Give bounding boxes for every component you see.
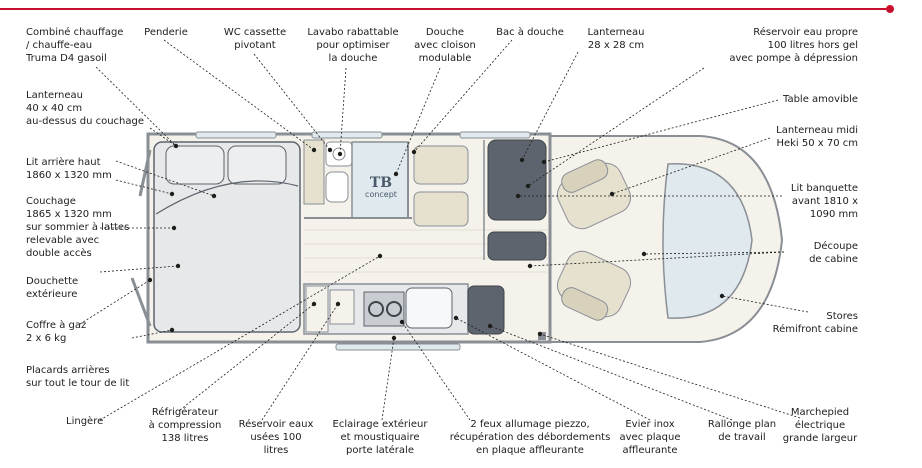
rear-door-top <box>138 149 152 197</box>
rear-door-bottom <box>130 277 152 327</box>
label-sink-fold: Lavabo rabattable pour optimiser la douc… <box>307 27 399 64</box>
label-bench-bed: Lit banquette avant 1810 x 1090 mm <box>790 183 858 220</box>
label-cab-cutout: Découpe de cabine <box>809 241 858 265</box>
cab-glass <box>662 163 753 319</box>
label-table: Table amovible <box>783 94 858 105</box>
worktop-extension <box>467 285 505 335</box>
grey-tank-hatch <box>329 289 355 325</box>
burner-2 <box>386 301 402 317</box>
label-grey-tank: Réservoir eaux usées 100 litres <box>238 419 314 456</box>
seat-cushion-1 <box>413 145 469 185</box>
window-top-mid <box>311 131 383 139</box>
sink-basin <box>405 287 453 329</box>
label-skylight-midi: Lanterneau midi Heki 50 x 70 cm <box>776 125 858 149</box>
label-skylight-small: Lanterneau 28 x 28 cm <box>587 27 645 51</box>
label-shower-tray: Bac à douche <box>496 27 564 38</box>
pillow-right <box>227 145 287 185</box>
top-rule <box>0 5 894 13</box>
label-burners: 2 feux allumage piezzo, récupération des… <box>449 419 611 456</box>
duvet-fold <box>155 180 299 215</box>
tb-concept-logo: TB concept <box>354 176 408 199</box>
label-bed-high: Lit arrière haut 1860 x 1320 mm <box>26 157 112 181</box>
floor-planks <box>304 229 548 273</box>
fridge <box>305 285 329 333</box>
door-marker <box>538 332 546 340</box>
label-skylight-bed: Lanterneau 40 x 40 cm au-dessus du couch… <box>26 90 145 127</box>
burner-1 <box>368 301 384 317</box>
window-top-front <box>459 131 531 139</box>
label-step: Marchepied électrique grande largeur <box>782 407 858 444</box>
shower-tray <box>351 141 409 219</box>
electric-step <box>335 343 461 351</box>
logo-word: concept <box>365 190 397 199</box>
label-wardrobe: Penderie <box>144 27 188 38</box>
label-fridge: Réfrigérateur à compression 138 litres <box>148 407 222 444</box>
label-ext-light: Eclairage extérieur et moustiquaire port… <box>332 419 428 456</box>
label-gas: Coffre à gaz 2 x 6 kg <box>26 320 87 344</box>
seat-cushion-2 <box>413 191 469 227</box>
top-rule-dot <box>886 5 894 13</box>
logo-mark: TB <box>369 175 393 191</box>
label-water-tank: Réservoir eau propre 100 litres hors gel… <box>729 27 858 64</box>
pillow-left <box>165 145 225 185</box>
label-linen: Lingère <box>66 416 104 427</box>
wardrobe <box>303 139 325 205</box>
label-heater: Combiné chauffage / chauffe-eau Truma D4… <box>26 27 124 64</box>
bed <box>153 141 301 333</box>
label-sink: Evier inox avec plaque affleurante <box>619 419 681 456</box>
label-ext-shower: Douchette extérieure <box>26 276 79 300</box>
leader-lines <box>79 39 809 421</box>
label-cupboards: Placards arrières sur tout le tour de li… <box>26 365 130 389</box>
passenger-seat <box>556 250 632 321</box>
label-blinds: Stores Rémifront cabine <box>772 311 858 335</box>
leader-dots <box>147 143 725 341</box>
label-worktop: Rallonge plan de travail <box>707 419 777 443</box>
basin-drain <box>332 147 346 161</box>
label-shower: Douche avec cloison modulable <box>414 27 476 64</box>
dinette-back <box>487 139 547 221</box>
label-sleeping: Couchage 1865 x 1320 mm sur sommier à la… <box>26 196 130 259</box>
label-wc: WC cassette pivotant <box>223 27 287 51</box>
window-top-rear <box>195 131 277 139</box>
dinette-seat <box>487 231 547 261</box>
wc-cassette <box>325 171 349 203</box>
